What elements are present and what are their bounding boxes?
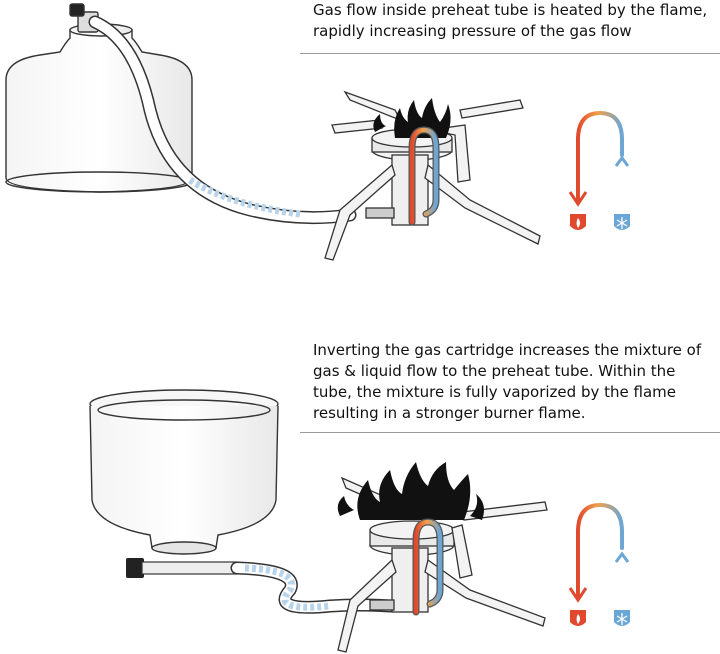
heat-flow-arrow-2	[576, 502, 624, 597]
gas-canister-inverted	[89, 389, 279, 555]
preheat-tube-upright	[408, 126, 440, 226]
down-arrowhead	[568, 191, 588, 207]
flame-icon	[570, 610, 586, 626]
panel-2-divider	[300, 432, 720, 433]
burner-flame-large	[337, 462, 484, 520]
up-arrowhead	[614, 551, 630, 563]
panel-1-scene	[5, 3, 630, 261]
snowflake-icon	[614, 610, 630, 626]
up-arrowhead	[614, 155, 630, 167]
flame-icon	[570, 214, 586, 230]
snowflake-icon	[614, 214, 630, 230]
gas-hose-upright	[88, 15, 357, 225]
panel-2-caption: Inverting the gas cartridge increases th…	[313, 341, 702, 422]
panel-2-scene	[89, 389, 630, 653]
panel-1-divider	[300, 53, 720, 54]
down-arrowhead	[568, 587, 588, 603]
burner-flame-small	[373, 98, 451, 138]
panel-1-caption: Gas flow inside preheat tube is heated b…	[313, 1, 708, 40]
heat-flow-arrow-1	[576, 110, 624, 202]
gas-canister-upright	[5, 3, 193, 193]
preheat-tube-inverted	[412, 518, 444, 616]
